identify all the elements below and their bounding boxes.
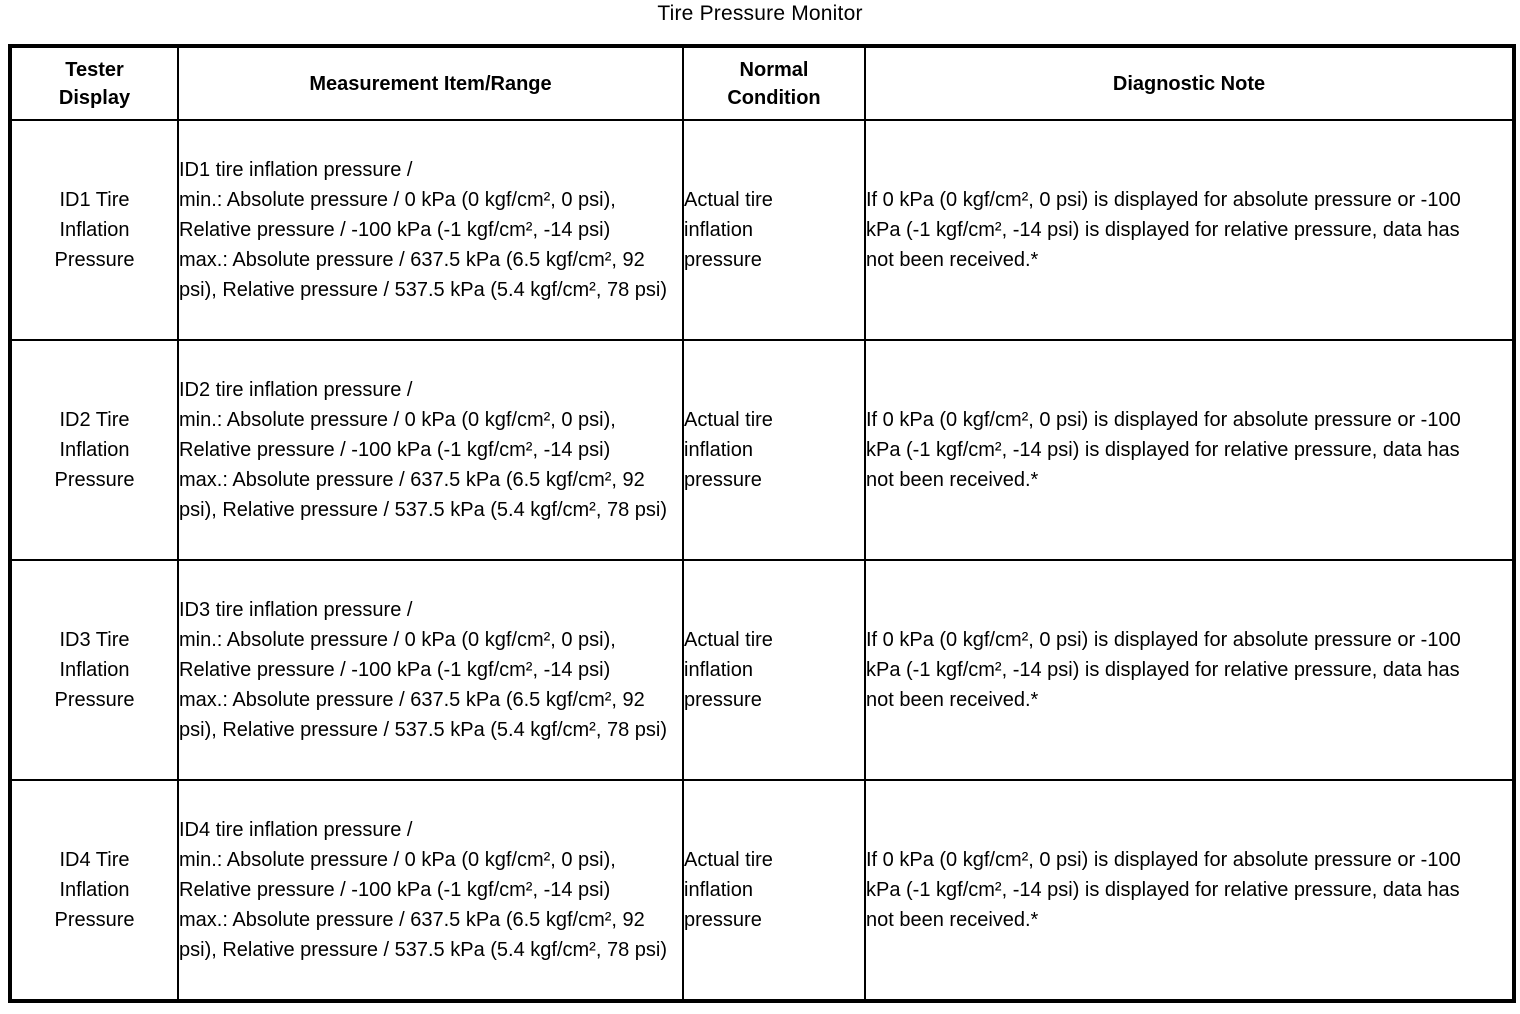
diagnostic-note-cell: If 0 kPa (0 kgf/cm², 0 psi) is displayed…: [864, 339, 1515, 561]
normal-condition-value: Actual tire inflation pressure: [684, 409, 773, 491]
diagnostic-note-cell: If 0 kPa (0 kgf/cm², 0 psi) is displayed…: [864, 119, 1515, 341]
diagnostic-note-value: If 0 kPa (0 kgf/cm², 0 psi) is displayed…: [866, 849, 1461, 931]
measurement-range-value: ID3 tire inflation pressure / min.: Abso…: [179, 599, 667, 741]
page-title: Tire Pressure Monitor: [657, 2, 863, 25]
diagnostic-note-cell: If 0 kPa (0 kgf/cm², 0 psi) is displayed…: [864, 559, 1515, 781]
measurement-range-cell: ID3 tire inflation pressure / min.: Abso…: [177, 559, 684, 781]
measurement-range-value: ID4 tire inflation pressure / min.: Abso…: [179, 819, 667, 961]
measurement-range-cell: ID4 tire inflation pressure / min.: Abso…: [177, 779, 684, 1002]
measurement-range-cell: ID2 tire inflation pressure / min.: Abso…: [177, 339, 684, 561]
tester-display-cell: ID4 Tire Inflation Pressure: [9, 779, 179, 1002]
diagnostic-note-cell: If 0 kPa (0 kgf/cm², 0 psi) is displayed…: [864, 779, 1515, 1002]
tester-display-value: ID1 Tire Inflation Pressure: [54, 189, 135, 271]
measurement-range-value: ID1 tire inflation pressure / min.: Abso…: [179, 159, 667, 301]
diagnostic-note-value: If 0 kPa (0 kgf/cm², 0 psi) is displayed…: [866, 629, 1461, 711]
tester-display-cell: ID3 Tire Inflation Pressure: [9, 559, 179, 781]
tester-display-cell: ID2 Tire Inflation Pressure: [9, 339, 179, 561]
normal-condition-cell: Actual tire inflation pressure: [682, 119, 866, 341]
column-header-normal-condition: Normal Condition: [682, 45, 866, 121]
measurement-range-cell: ID1 tire inflation pressure / min.: Abso…: [177, 119, 684, 341]
table-header-row: Tester Display Measurement Item/Range No…: [9, 45, 1515, 121]
column-header-label: Measurement Item/Range: [309, 72, 552, 95]
column-header-label: Normal Condition: [727, 58, 821, 109]
column-header-measurement-item-range: Measurement Item/Range: [177, 45, 684, 121]
normal-condition-value: Actual tire inflation pressure: [684, 189, 773, 271]
column-header-label: Diagnostic Note: [1112, 72, 1266, 95]
diagnostic-note-value: If 0 kPa (0 kgf/cm², 0 psi) is displayed…: [866, 409, 1461, 491]
tester-display-value: ID3 Tire Inflation Pressure: [54, 629, 135, 711]
normal-condition-cell: Actual tire inflation pressure: [682, 339, 866, 561]
normal-condition-value: Actual tire inflation pressure: [684, 849, 773, 931]
table-row-id1: ID1 Tire Inflation Pressure ID1 tire inf…: [9, 119, 1515, 341]
tester-display-value: ID2 Tire Inflation Pressure: [54, 409, 135, 491]
table-row-id2: ID2 Tire Inflation Pressure ID2 tire inf…: [9, 339, 1515, 561]
column-header-diagnostic-note: Diagnostic Note: [864, 45, 1515, 121]
column-header-tester-display: Tester Display: [9, 45, 179, 121]
tester-display-value: ID4 Tire Inflation Pressure: [54, 849, 135, 931]
tire-pressure-monitor-table: Tester Display Measurement Item/Range No…: [8, 44, 1516, 1003]
normal-condition-cell: Actual tire inflation pressure: [682, 779, 866, 1002]
column-header-label: Tester Display: [58, 58, 131, 109]
table-row-id3: ID3 Tire Inflation Pressure ID3 tire inf…: [9, 559, 1515, 781]
tester-display-cell: ID1 Tire Inflation Pressure: [9, 119, 179, 341]
normal-condition-value: Actual tire inflation pressure: [684, 629, 773, 711]
measurement-range-value: ID2 tire inflation pressure / min.: Abso…: [179, 379, 667, 521]
normal-condition-cell: Actual tire inflation pressure: [682, 559, 866, 781]
diagnostic-note-value: If 0 kPa (0 kgf/cm², 0 psi) is displayed…: [866, 189, 1461, 271]
table-row-id4: ID4 Tire Inflation Pressure ID4 tire inf…: [9, 779, 1515, 1002]
